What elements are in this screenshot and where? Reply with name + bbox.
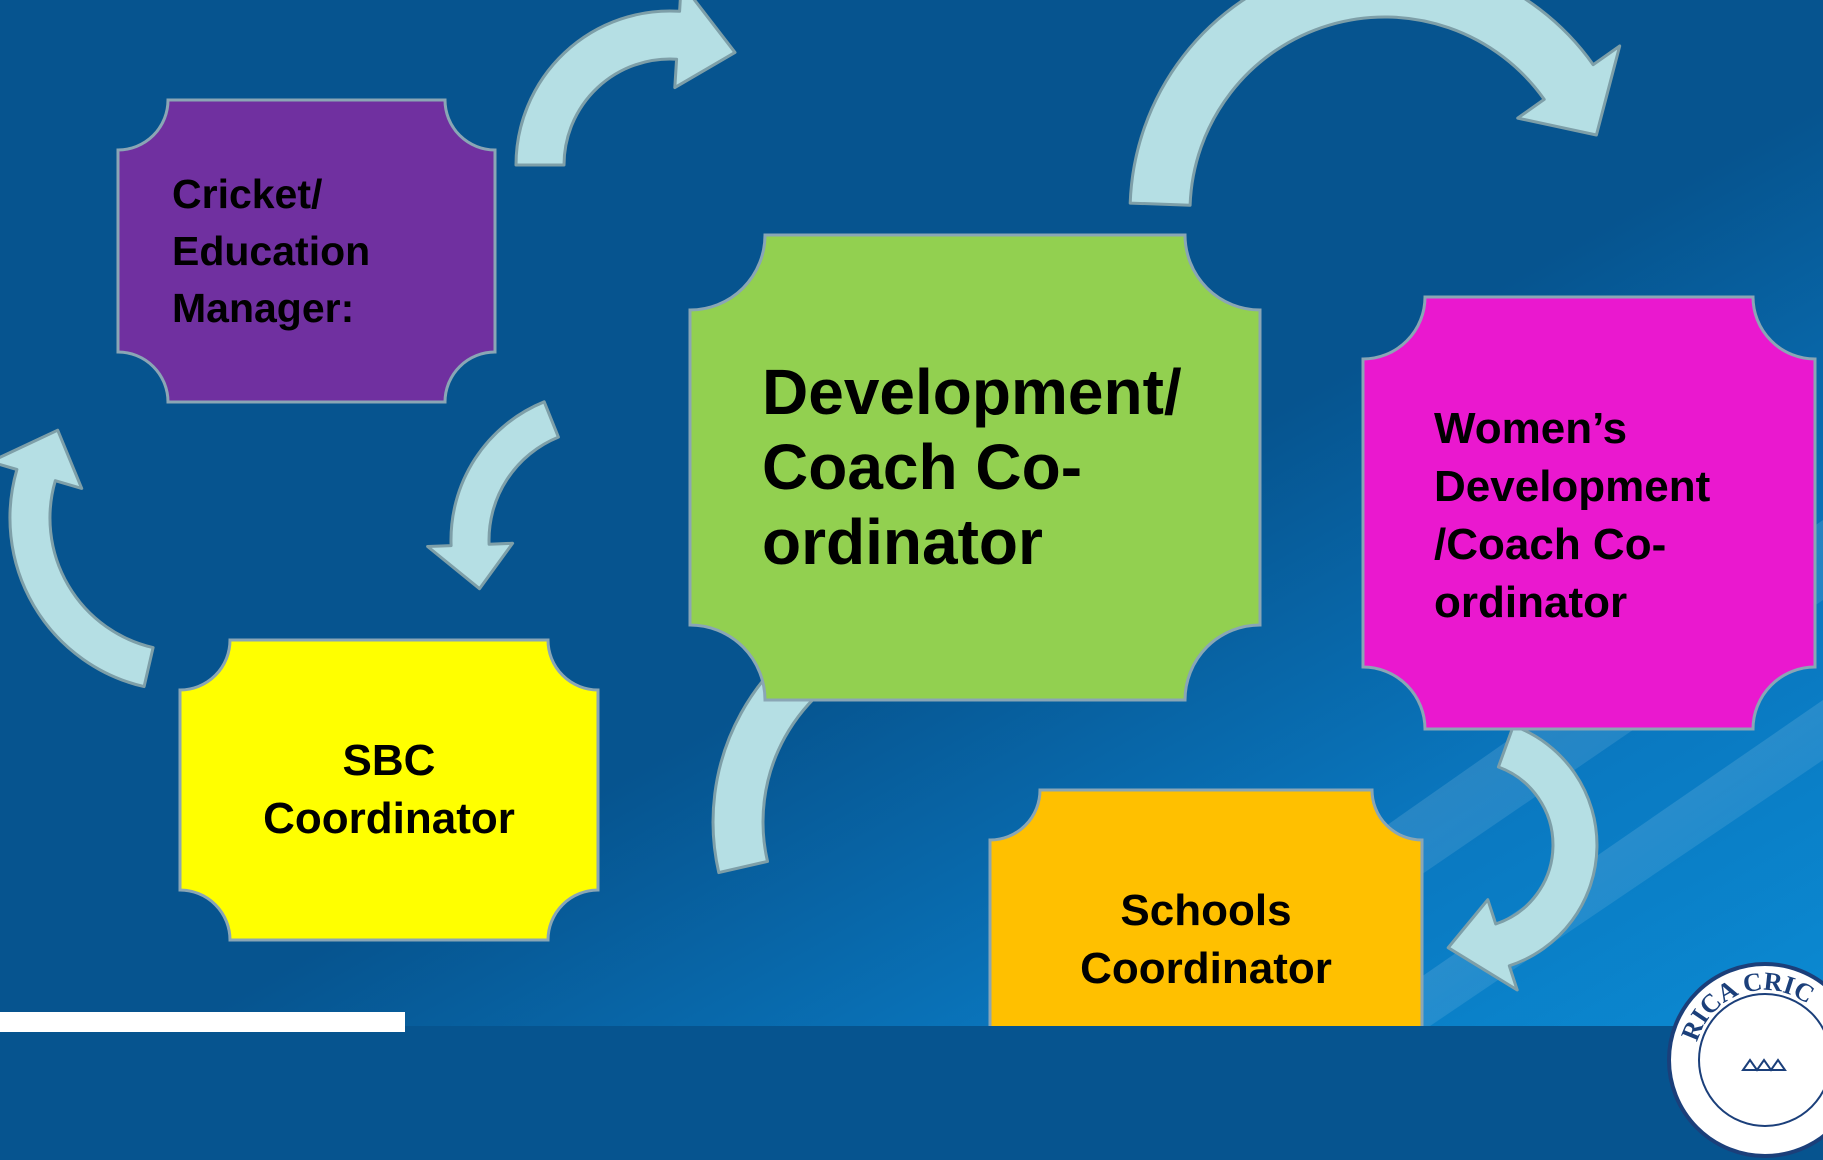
node-label-line: Development/ xyxy=(762,356,1182,428)
node-label-line: /Coach Co- xyxy=(1434,520,1667,569)
node-label-line: Cricket/ xyxy=(172,171,323,217)
node-label-line: Coordinator xyxy=(263,794,515,843)
arrow-manager-to-development xyxy=(514,0,737,167)
node-label-line: Coordinator xyxy=(1080,944,1332,993)
node-womens-development: Women’s Development /Coach Co- ordinator xyxy=(1434,400,1710,632)
arrow-development-to-sbc xyxy=(426,400,560,591)
node-box-schools-coordinator xyxy=(988,788,1424,1026)
node-label-line: ordinator xyxy=(762,506,1043,578)
node-label-line: Education xyxy=(172,228,371,274)
boxes-layer xyxy=(116,98,1817,1026)
node-development-coach: Development/ Coach Co- ordinator xyxy=(762,355,1182,580)
node-label-line: Manager: xyxy=(172,285,355,331)
node-schools-coordinator: Schools Coordinator xyxy=(990,882,1422,998)
cricket-logo: RICA CRIC xyxy=(1667,962,1823,1158)
arrow-development-to-women xyxy=(1128,0,1622,207)
node-box-development-coach xyxy=(688,233,1262,702)
node-cricket-education-manager: Cricket/ Education Manager: xyxy=(172,166,370,337)
node-label-line: ordinator xyxy=(1434,578,1628,627)
arrow-sbc-to-manager xyxy=(0,428,155,689)
node-box-womens-development xyxy=(1361,295,1817,731)
node-label-line: Schools xyxy=(1120,886,1292,935)
node-label-line: Women’s xyxy=(1434,404,1628,453)
white-strip xyxy=(0,1012,405,1032)
node-label-line: Coach Co- xyxy=(762,431,1082,503)
arrow-women-to-schools xyxy=(1446,724,1599,992)
node-box-cricket-education-manager xyxy=(116,98,497,404)
node-label-line: SBC xyxy=(342,736,436,785)
node-label-line: Development xyxy=(1434,462,1711,511)
node-sbc-coordinator: SBC Coordinator xyxy=(180,732,598,848)
node-box-sbc-coordinator xyxy=(178,638,600,942)
